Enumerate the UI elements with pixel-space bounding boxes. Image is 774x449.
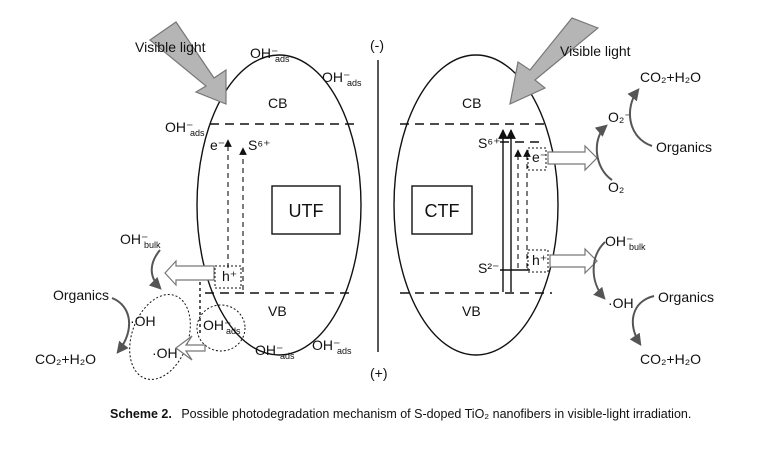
right-oxygen-curve-arrow [594, 124, 613, 181]
left-oh-ads-in-ellipse: OH⁻ ads [203, 317, 241, 336]
left-organics-curve-arrow [111, 297, 131, 354]
utf-electron: e⁻ [210, 137, 225, 153]
left-visible-light-label: Visible light [135, 39, 206, 55]
left-oh-bulk: OH⁻ bulk [120, 231, 161, 250]
left-visible-light-arrow [149, 21, 227, 105]
ctf-hole-bracket [527, 249, 549, 273]
svg-text:ads: ads [190, 128, 205, 138]
right-organics-top-curve [627, 88, 653, 147]
left-hollow-transfer-arrow [175, 335, 206, 361]
utf-cb-label: CB [268, 95, 287, 111]
right-organics-top: Organics [656, 139, 712, 155]
svg-text:bulk: bulk [629, 242, 646, 252]
left-radical-1: ·OH [130, 313, 156, 329]
right-bulk-curve-arrow [592, 241, 606, 300]
left-organics-label: Organics [53, 287, 109, 303]
utf-box-label: UTF [289, 201, 324, 221]
svg-text:OH⁻: OH⁻ [255, 342, 283, 358]
ctf-dopant-bottom: S²⁻ [478, 260, 499, 276]
utf-vb-label: VB [268, 303, 287, 319]
ctf-dopant-top: S⁶⁺ [478, 135, 501, 151]
right-organics-bottom: Organics [658, 289, 714, 305]
ctf-hole-hollow-arrow [549, 247, 598, 275]
caption-text: Possible photodegradation mechanism of S… [181, 407, 691, 421]
left-oh-ads-top: OH⁻ ads [250, 45, 290, 64]
svg-text:OH⁻: OH⁻ [322, 69, 350, 85]
left-product-label: CO₂+H₂O [35, 351, 96, 367]
svg-text:OH⁻: OH⁻ [203, 317, 231, 333]
ctf-electron-hollow-arrow [547, 144, 598, 172]
left-oh-ads-bottom-a: OH⁻ ads [255, 342, 295, 361]
left-radical-ellipse [129, 294, 191, 380]
left-bulk-curve-arrow [148, 249, 162, 290]
right-visible-light-label: Visible light [560, 43, 631, 59]
svg-text:ads: ads [226, 326, 241, 336]
right-radical-label: ·OH [608, 295, 634, 311]
utf-hole: h⁺ [222, 268, 237, 284]
right-product-top: CO₂+H₂O [640, 69, 701, 85]
left-radical-2: ·OH [152, 345, 178, 361]
ctf-electron-bracket [527, 147, 547, 171]
svg-text:OH⁻: OH⁻ [605, 233, 633, 249]
left-oh-ads-ellipse [196, 304, 246, 352]
svg-text:ads: ads [275, 54, 290, 64]
svg-text:OH⁻: OH⁻ [120, 231, 148, 247]
ctf-box-label: CTF [425, 201, 460, 221]
ctf-circle [393, 54, 559, 356]
ctf-electron: e⁻ [532, 149, 547, 165]
svg-text:ads: ads [280, 351, 295, 361]
right-visible-light-arrow [509, 17, 600, 106]
svg-text:OH⁻: OH⁻ [165, 119, 193, 135]
svg-text:OH⁻: OH⁻ [312, 337, 340, 353]
scheme-caption: Scheme 2. Possible photodegradation mech… [110, 407, 691, 421]
ctf-vb-label: VB [462, 303, 481, 319]
utf-bulk-hollow-arrow [164, 259, 215, 287]
right-oxygen-label: O₂ [608, 179, 624, 195]
right-organics-bottom-curve [629, 295, 655, 346]
utf-circle [196, 54, 362, 356]
utf-box [271, 185, 341, 235]
right-product-bottom: CO₂+H₂O [640, 351, 701, 367]
ctf-box [411, 185, 473, 235]
left-oh-ads-right: OH⁻ ads [322, 69, 362, 88]
right-oh-bulk: OH⁻ bulk [605, 233, 646, 252]
left-oh-ads-bottom-b: OH⁻ ads [312, 337, 352, 356]
utf-particle: CB VB UTF e⁻ S⁶⁺ h⁺ [164, 54, 362, 356]
ctf-cb-label: CB [462, 95, 481, 111]
negative-electrode-label: (-) [370, 37, 384, 53]
svg-text:OH⁻: OH⁻ [250, 45, 278, 61]
utf-hole-bracket [214, 265, 242, 289]
svg-text:bulk: bulk [144, 240, 161, 250]
left-oh-ads-side: OH⁻ ads [165, 119, 205, 138]
svg-text:ads: ads [337, 346, 352, 356]
positive-electrode-label: (+) [370, 365, 388, 381]
ctf-particle: CB VB CTF S⁶⁺ S²⁻ e⁻ h⁺ [393, 54, 598, 356]
utf-dopant-label: S⁶⁺ [248, 137, 271, 153]
caption-scheme-number: Scheme 2. [110, 407, 172, 421]
ctf-hole: h⁺ [532, 252, 547, 268]
svg-text:ads: ads [347, 78, 362, 88]
right-superoxide-label: O₂⁻ [608, 109, 632, 125]
